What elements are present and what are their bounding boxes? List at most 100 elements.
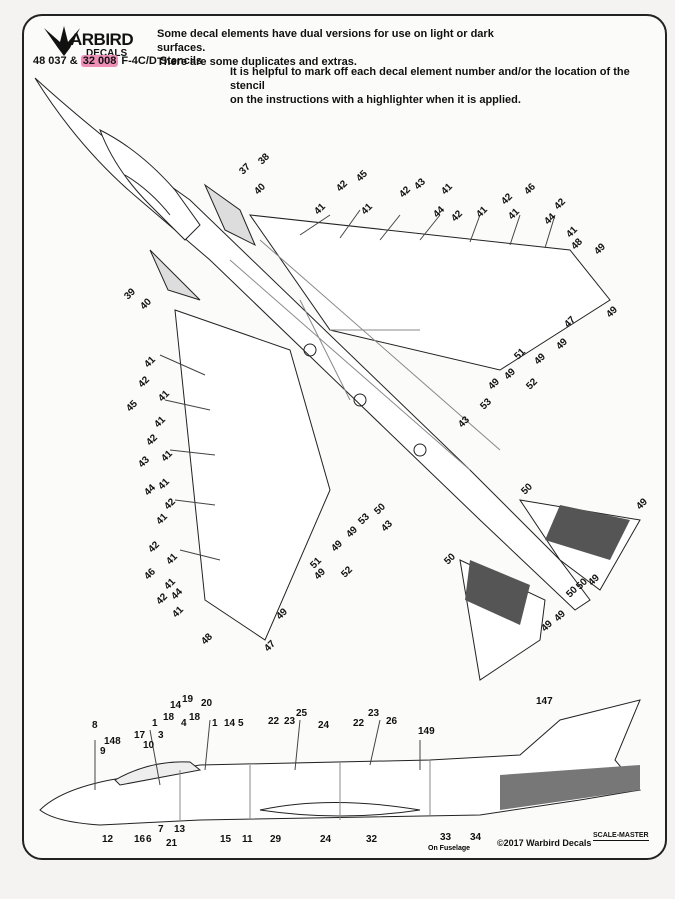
copyright-text: ©2017 Warbird Decals — [497, 838, 592, 848]
top-callout-32: 40 — [138, 296, 154, 312]
side-callout-31: 15 — [220, 834, 232, 845]
top-callout-31: 39 — [122, 286, 138, 302]
intro-note: Some decal elements have dual versions f… — [157, 27, 537, 69]
side-callout-23: 149 — [418, 726, 435, 737]
side-callout-15: 5 — [238, 718, 244, 729]
top-callout-2: 40 — [252, 181, 268, 197]
top-callout-26: 52 — [524, 376, 540, 392]
top-callout-59: 49 — [344, 524, 360, 540]
side-callout-18: 25 — [296, 708, 308, 719]
top-callout-6: 41 — [359, 201, 375, 217]
top-callout-27: 49 — [486, 376, 502, 392]
note-line-4: on the instructions with a highlighter w… — [230, 94, 521, 106]
top-callout-28: 49 — [502, 366, 518, 382]
side-callout-20: 22 — [353, 718, 365, 729]
code-a: 48 037 & — [33, 55, 81, 67]
top-callout-68: 49 — [552, 608, 568, 624]
side-callout-6: 19 — [182, 694, 194, 705]
side-callout-35: 32 — [366, 834, 378, 845]
side-callout-10: 4 — [181, 718, 187, 729]
side-callout-28: 7 — [158, 824, 164, 835]
side-callout-8: 1 — [152, 718, 158, 729]
side-callout-36: 33 — [440, 832, 452, 843]
side-callout-19: 24 — [318, 720, 330, 731]
top-callout-29: 53 — [478, 396, 494, 412]
side-callout-12: 20 — [201, 698, 213, 709]
code-c: F-4C/D Stencils — [118, 55, 203, 67]
side-callout-11: 18 — [189, 712, 201, 723]
product-codes: 48 037 & 32 008 F-4C/D Stencils — [33, 55, 202, 67]
scale-master-logo: SCALE-MASTER — [593, 832, 649, 841]
top-callout-17: 42 — [552, 196, 568, 212]
top-callout-16: 44 — [542, 211, 558, 227]
side-callout-30: 21 — [166, 838, 178, 849]
top-callout-36: 41 — [156, 388, 172, 404]
side-callout-27: 6 — [146, 834, 152, 845]
top-callout-35: 45 — [124, 398, 140, 414]
side-callout-9: 3 — [158, 730, 164, 741]
top-callout-54: 47 — [262, 638, 278, 654]
warbird-wing-icon — [44, 26, 80, 56]
top-callout-57: 52 — [339, 564, 355, 580]
top-callout-9: 44 — [431, 204, 447, 220]
top-callout-13: 42 — [499, 191, 515, 207]
top-callout-39: 43 — [136, 454, 152, 470]
note-line-2: There are some duplicates and extras. — [157, 56, 357, 68]
side-callout-17: 23 — [284, 716, 296, 727]
side-callout-14: 14 — [224, 718, 236, 729]
top-callout-51: 41 — [170, 604, 186, 620]
side-callout-16: 22 — [268, 716, 280, 727]
top-callout-1: 38 — [256, 151, 272, 167]
highlight-tip: It is helpful to mark off each decal ele… — [230, 65, 650, 107]
side-callout-5: 14 — [170, 700, 182, 711]
side-callout-1: 148 — [104, 736, 121, 747]
top-callout-52: 48 — [199, 631, 215, 647]
top-callout-47: 41 — [164, 551, 180, 567]
side-view-aircraft — [39, 699, 641, 826]
top-callout-49: 42 — [154, 591, 170, 607]
side-callout-2: 9 — [100, 746, 106, 757]
side-callout-33: 29 — [270, 834, 282, 845]
top-callout-8: 43 — [412, 176, 428, 192]
top-callout-34: 42 — [136, 374, 152, 390]
warbird-logo: ARBIRD DECALS — [42, 22, 138, 62]
side-callout-37: 34 — [470, 832, 482, 843]
side-callout-26: 16 — [134, 834, 146, 845]
top-callout-7: 42 — [397, 184, 413, 200]
top-callout-11: 42 — [449, 208, 465, 224]
top-callout-4: 42 — [334, 178, 350, 194]
side-callout-3: 17 — [134, 730, 146, 741]
top-callout-37: 41 — [152, 414, 168, 430]
top-callout-42: 41 — [156, 476, 172, 492]
side-callout-22: 26 — [386, 716, 398, 727]
side-callout-0: 8 — [92, 720, 98, 731]
top-callout-5: 45 — [354, 168, 370, 184]
side-callout-34: 24 — [320, 834, 332, 845]
top-callout-14: 46 — [522, 181, 538, 197]
note-line-1: Some decal elements have dual versions f… — [157, 28, 494, 54]
top-callout-21: 49 — [604, 304, 620, 320]
top-callout-44: 41 — [154, 511, 170, 527]
top-callout-38: 42 — [144, 432, 160, 448]
top-callout-63: 50 — [519, 481, 535, 497]
top-callout-62: 43 — [379, 518, 395, 534]
top-callout-64: 49 — [634, 496, 650, 512]
side-callout-24: 147 — [536, 696, 553, 707]
top-callout-45: 42 — [146, 539, 162, 555]
side-callout-7: 18 — [163, 712, 175, 723]
top-callout-20: 49 — [592, 241, 608, 257]
top-callout-3: 41 — [312, 201, 328, 217]
top-callout-24: 49 — [532, 351, 548, 367]
on-fuselage-label: On Fuselage — [428, 845, 470, 852]
side-callout-4: 10 — [143, 740, 155, 751]
top-callout-58: 49 — [329, 538, 345, 554]
top-callout-12: 41 — [474, 204, 490, 220]
top-callout-46: 46 — [142, 566, 158, 582]
logo-sub-text: DECALS — [86, 48, 128, 59]
side-callout-25: 12 — [102, 834, 114, 845]
top-callout-0: 37 — [237, 161, 253, 177]
top-callout-43: 42 — [162, 496, 178, 512]
top-callout-65: 50 — [442, 551, 458, 567]
